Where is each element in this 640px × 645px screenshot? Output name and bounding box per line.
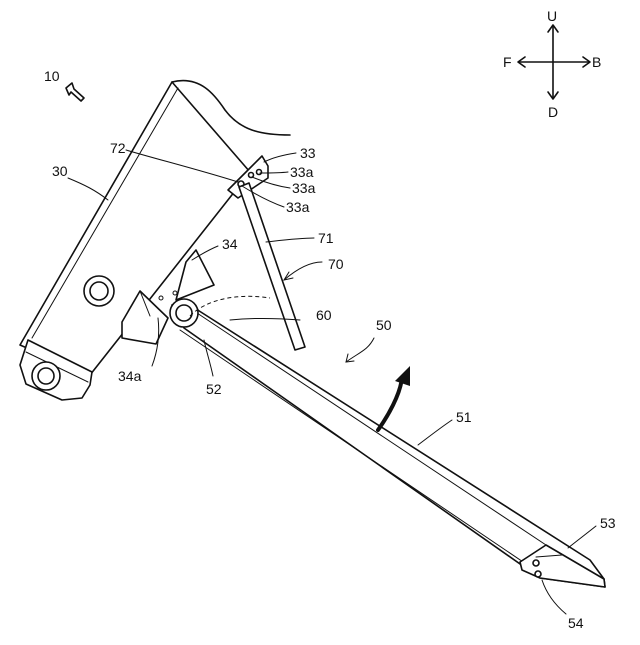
rotation-arrowhead-icon: [395, 366, 410, 386]
ref-label-50: 50: [376, 317, 392, 333]
hole-34-2: [159, 296, 163, 300]
leader-51: [418, 420, 452, 445]
leader-54: [542, 580, 566, 614]
leader-50: [346, 338, 374, 362]
arm-lower-edge: [180, 330, 535, 570]
hole-33a-1: [249, 173, 254, 178]
leader-33: [264, 153, 296, 162]
arm-50: [170, 299, 605, 587]
ref-label-33a-third: 33a: [286, 199, 310, 215]
arm-upper-edge: [188, 307, 546, 545]
hollow-arrow-icon: [66, 83, 84, 101]
ref-label-70: 70: [328, 256, 344, 272]
ref-label-34a: 34a: [118, 368, 142, 384]
hole-34-1: [173, 291, 177, 295]
leader-30: [68, 178, 108, 200]
ref-10-group: 10: [44, 68, 84, 101]
compass-up-label: U: [547, 8, 557, 24]
ref-label-51: 51: [456, 409, 472, 425]
rotation-arrow-shaft: [378, 378, 402, 430]
compass-back-label: B: [592, 54, 601, 70]
ref-label-10: 10: [44, 68, 60, 84]
hole-54-1: [533, 560, 539, 566]
compass-front-label: F: [503, 54, 512, 70]
ref-label-30: 30: [52, 163, 68, 179]
ref-label-53: 53: [600, 515, 616, 531]
leader-53: [568, 526, 596, 548]
hole-33a-2: [257, 170, 262, 175]
pivot-52-inner: [176, 305, 192, 321]
leader-70: [284, 262, 322, 280]
leader-71: [266, 238, 314, 242]
hole-54-2: [535, 571, 541, 577]
ref-label-33a-first: 33a: [290, 164, 314, 180]
direction-compass: U D F B: [503, 8, 601, 120]
rotation-arrow: [378, 366, 410, 430]
ref-label-34: 34: [222, 236, 238, 252]
boss-inner: [90, 282, 108, 300]
ref-label-33: 33: [300, 145, 316, 161]
ref-label-60: 60: [316, 307, 332, 323]
foot-pin-inner: [38, 368, 54, 384]
ref-label-33a-second: 33a: [292, 180, 316, 196]
ref-label-72: 72: [110, 140, 126, 156]
arm-51-body: [172, 300, 605, 587]
ref-label-71: 71: [318, 230, 334, 246]
ref-label-54: 54: [568, 615, 584, 631]
compass-down-label: D: [548, 104, 558, 120]
ref-label-52: 52: [206, 381, 222, 397]
